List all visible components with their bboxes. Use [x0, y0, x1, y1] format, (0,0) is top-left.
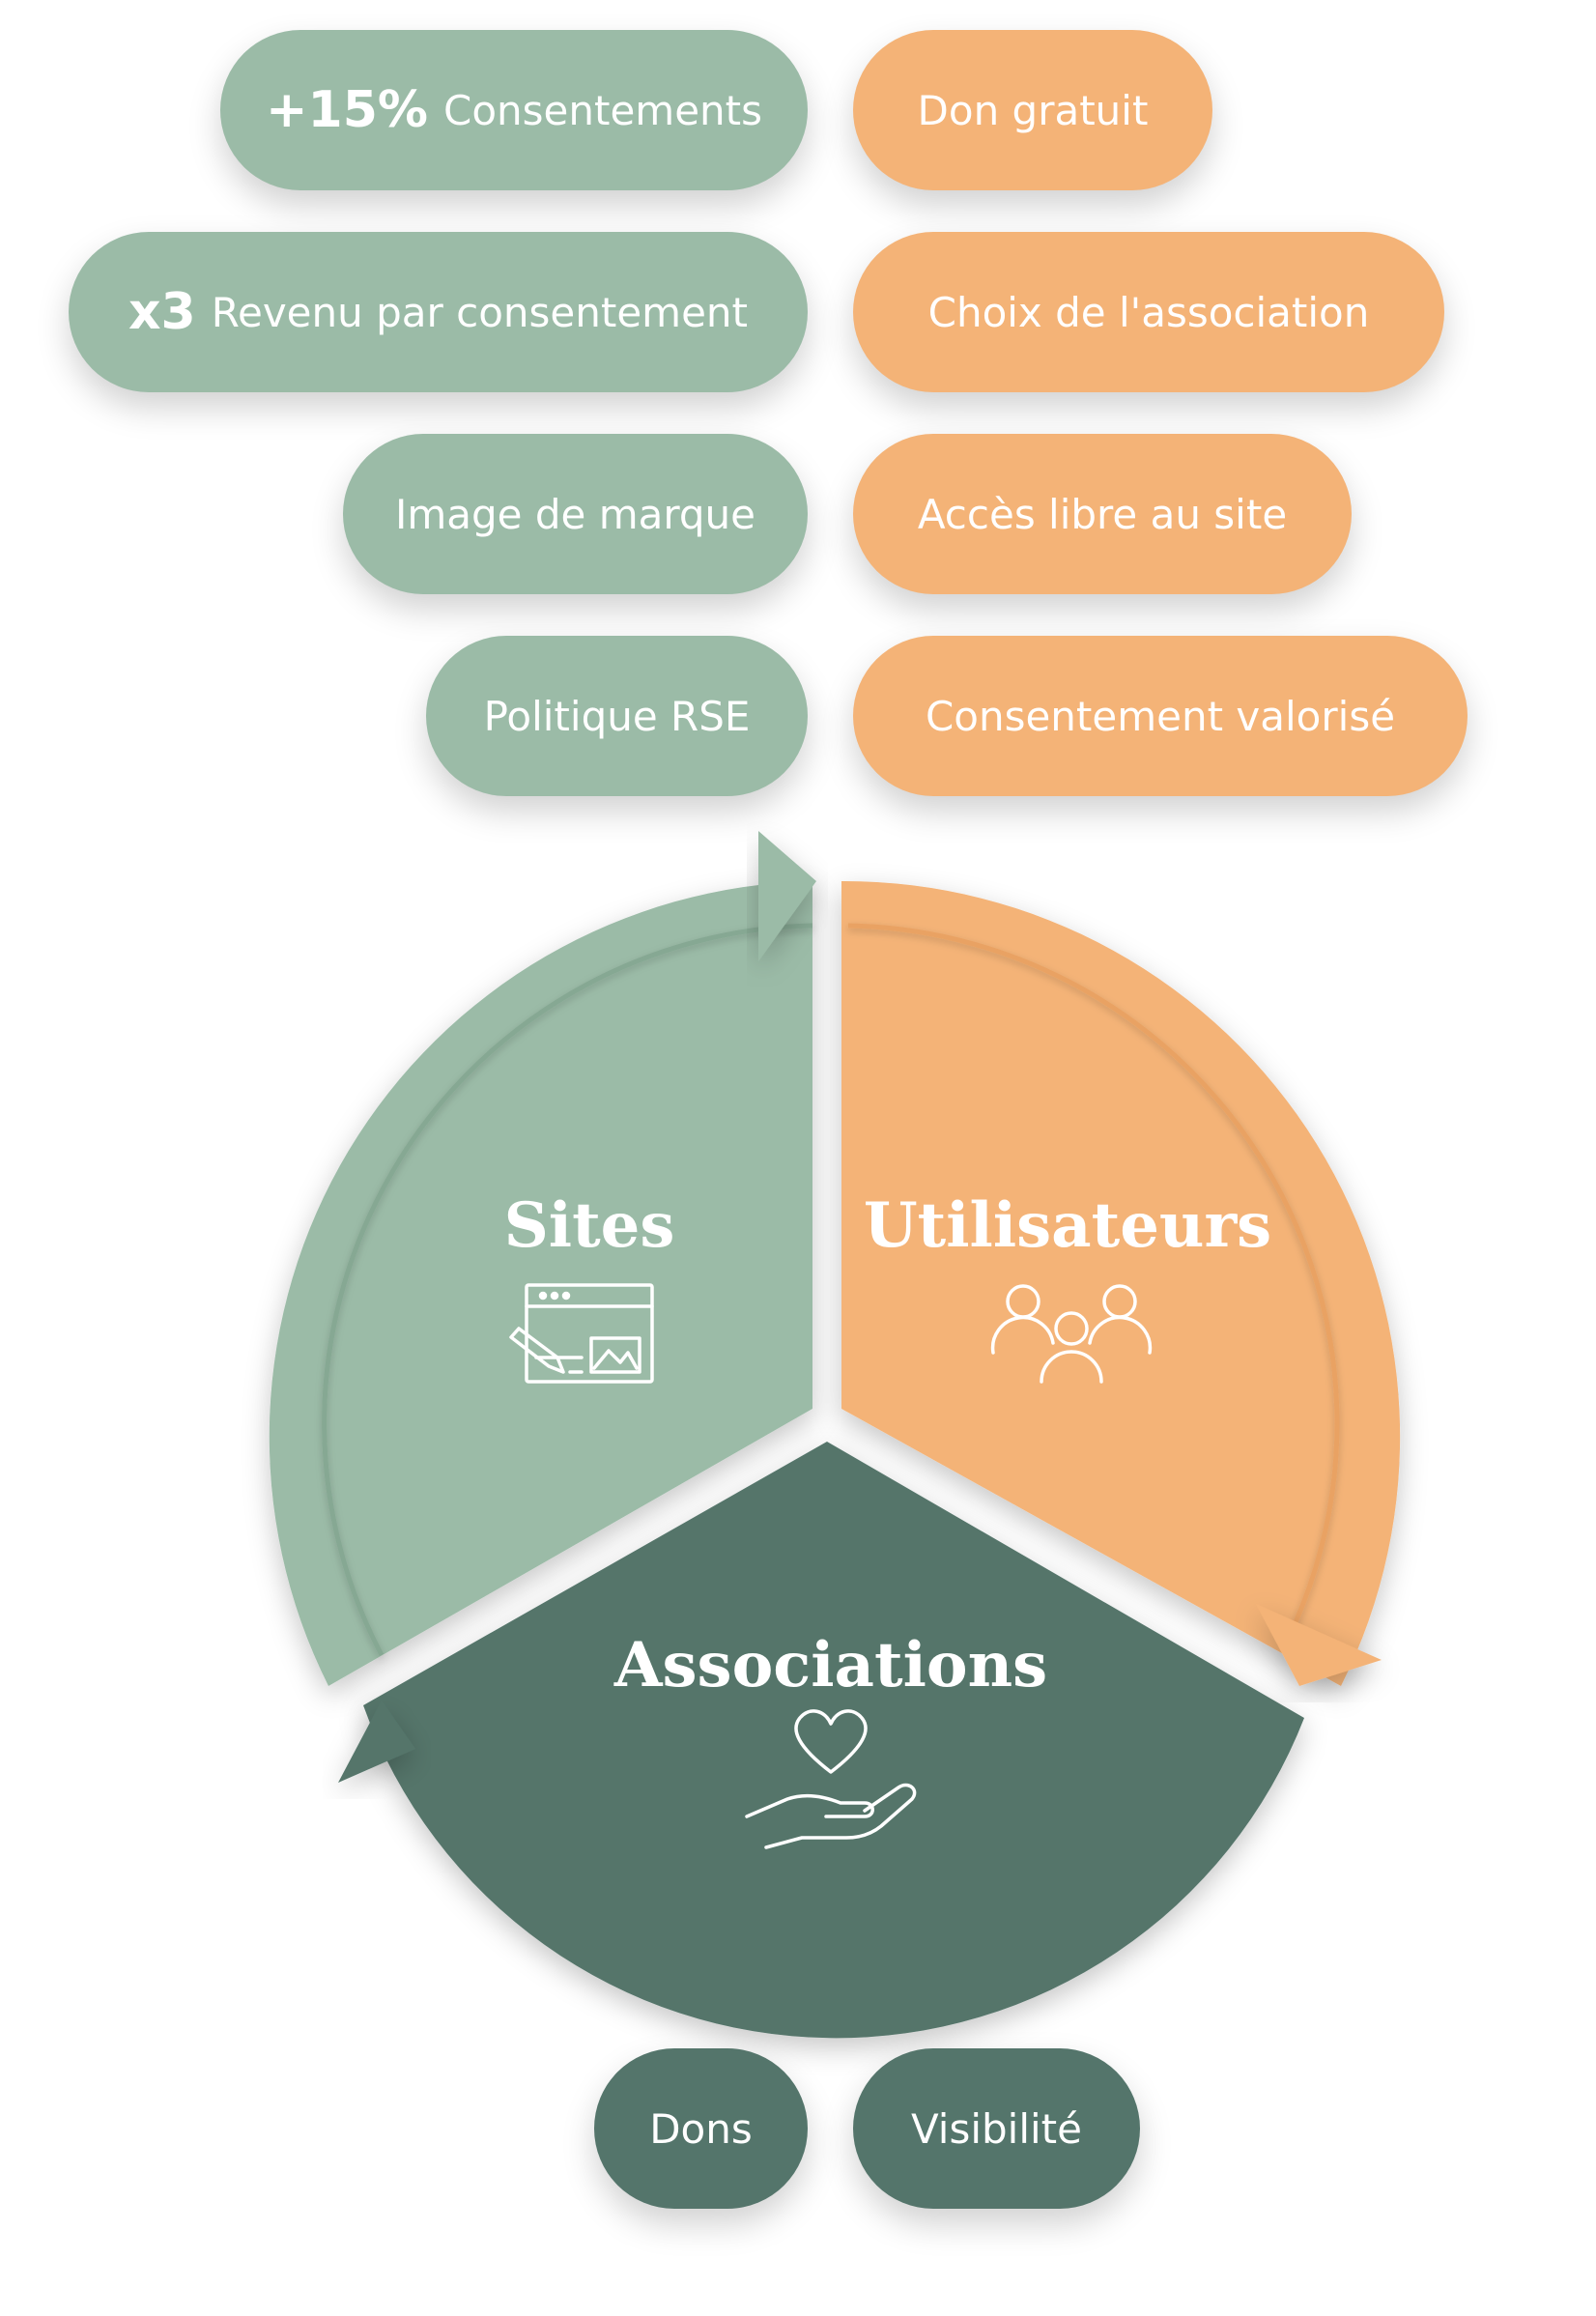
benefit-text: Consentements	[443, 86, 763, 134]
benefit-highlight: x3	[128, 283, 196, 341]
associations-benefit-visibility: Visibilité	[853, 2048, 1140, 2209]
users-benefit-valued-consent: Consentement valorisé	[853, 636, 1468, 796]
benefit-text: Choix de l'association	[927, 288, 1370, 336]
benefit-text: Revenu par consentement	[211, 288, 749, 336]
sites-arc-line	[322, 923, 813, 1657]
users-benefit-free-donation: Don gratuit	[853, 30, 1212, 190]
sites-benefit-brand-image: Image de marque	[343, 434, 808, 594]
benefit-text: Consentement valorisé	[925, 692, 1396, 740]
users-arc-line	[847, 923, 1340, 1635]
sites-benefit-csr-policy: Politique RSE	[426, 636, 808, 796]
benefit-text: Image de marque	[394, 490, 756, 538]
users-arrow-head	[1256, 1604, 1382, 1686]
associations-segment	[363, 1442, 1304, 2039]
users-benefit-free-access: Accès libre au site	[853, 434, 1352, 594]
sites-benefit-consents: +15% Consentements	[220, 30, 808, 190]
sites-label: Sites	[504, 1189, 675, 1262]
associations-benefit-donations: Dons	[594, 2048, 808, 2209]
benefit-text: Politique RSE	[483, 692, 751, 740]
benefit-text: Don gratuit	[917, 86, 1149, 134]
benefit-text: Dons	[649, 2104, 753, 2153]
associations-arrow-head	[338, 1701, 415, 1783]
benefit-highlight: +15%	[265, 81, 429, 139]
associations-label: Associations	[613, 1629, 1047, 1701]
sites-benefit-revenue: x3 Revenu par consentement	[69, 232, 808, 392]
heart-hand-icon	[745, 1709, 917, 1849]
sites-arrow-head	[758, 831, 816, 961]
users-label: Utilisateurs	[864, 1189, 1271, 1262]
benefit-text: Accès libre au site	[917, 490, 1288, 538]
benefit-text: Visibilité	[910, 2104, 1082, 2153]
users-group-icon	[990, 1284, 1153, 1384]
users-benefit-association-choice: Choix de l'association	[853, 232, 1444, 392]
users-segment	[841, 880, 1401, 1686]
browser-edit-icon	[509, 1283, 654, 1384]
